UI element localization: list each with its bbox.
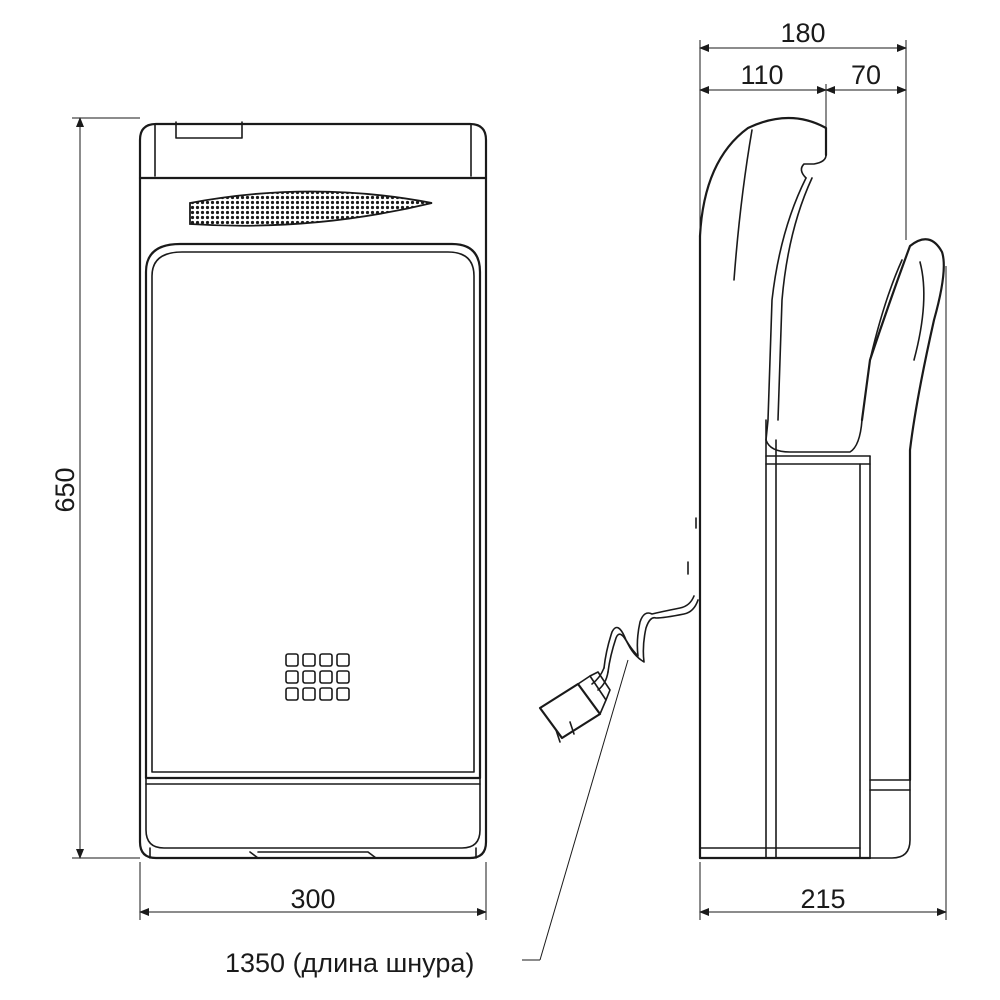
top-total-dimension-label: 180: [780, 18, 825, 48]
indicator-square: [319, 653, 333, 667]
indicator-grid: [285, 653, 350, 701]
indicator-square: [285, 687, 299, 701]
indicator-square: [302, 687, 316, 701]
indicator-square: [319, 670, 333, 684]
indicator-square: [319, 687, 333, 701]
top-right-dimension-label: 70: [851, 60, 881, 90]
indicator-square: [336, 653, 350, 667]
top-left-dimension-label: 110: [740, 60, 783, 90]
indicator-square: [302, 670, 316, 684]
height-dimension-label: 650: [50, 467, 80, 512]
side-view: [687, 116, 945, 860]
cord-length-label: 1350 (длина шнура): [225, 948, 474, 978]
front-view: [138, 121, 488, 860]
air-grille: [189, 190, 433, 227]
depth-dimension-label: 215: [800, 884, 845, 914]
width-dimension-label: 300: [290, 884, 335, 914]
power-cord: [522, 595, 699, 961]
indicator-square: [302, 653, 316, 667]
indicator-square: [285, 670, 299, 684]
indicator-square: [336, 670, 350, 684]
indicator-square: [336, 687, 350, 701]
indicator-square: [285, 653, 299, 667]
side-dimensions: 180 110 70 215: [699, 18, 947, 920]
front-dimensions: 650 300: [50, 117, 487, 920]
